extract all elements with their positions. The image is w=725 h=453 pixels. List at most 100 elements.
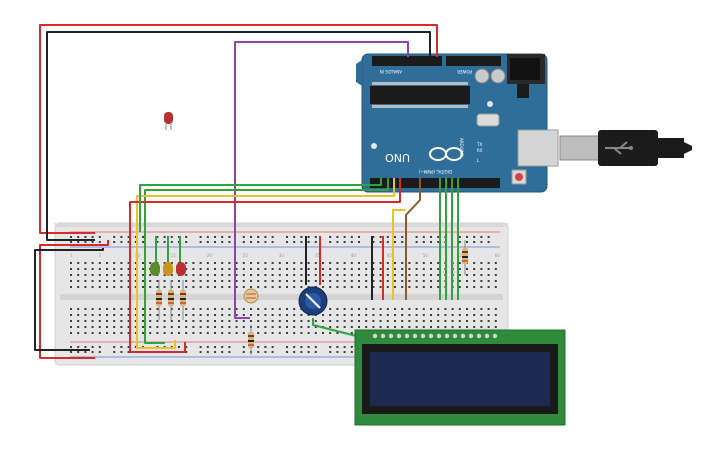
terminal-hole[interactable]: [437, 320, 440, 322]
terminal-hole[interactable]: [221, 326, 224, 328]
rail-hole[interactable]: [329, 346, 332, 348]
rail-hole[interactable]: [487, 236, 490, 238]
terminal-hole[interactable]: [307, 326, 310, 328]
rail-hole[interactable]: [487, 241, 490, 243]
rail-hole[interactable]: [77, 351, 80, 353]
rail-hole[interactable]: [134, 241, 137, 243]
terminal-hole[interactable]: [350, 274, 353, 276]
terminal-hole[interactable]: [106, 326, 108, 328]
terminal-hole[interactable]: [142, 308, 144, 310]
terminal-hole[interactable]: [221, 314, 224, 316]
terminal-hole[interactable]: [494, 326, 497, 328]
terminal-hole[interactable]: [228, 332, 231, 334]
rail-hole[interactable]: [199, 346, 202, 348]
terminal-hole[interactable]: [199, 332, 202, 334]
terminal-hole[interactable]: [214, 320, 216, 322]
terminal-hole[interactable]: [386, 268, 389, 270]
rail-hole[interactable]: [286, 236, 288, 238]
terminal-hole[interactable]: [206, 326, 209, 328]
rail-hole[interactable]: [127, 346, 130, 348]
terminal-hole[interactable]: [278, 274, 281, 276]
terminal-hole[interactable]: [358, 274, 360, 276]
terminal-hole[interactable]: [286, 332, 288, 334]
terminal-hole[interactable]: [444, 320, 447, 322]
terminal-hole[interactable]: [293, 314, 296, 316]
terminal-hole[interactable]: [408, 326, 411, 328]
terminal-hole[interactable]: [120, 326, 123, 328]
terminal-hole[interactable]: [322, 280, 324, 282]
rail-hole[interactable]: [300, 236, 303, 238]
rail-hole[interactable]: [343, 351, 346, 353]
terminal-hole[interactable]: [293, 320, 296, 322]
terminal-hole[interactable]: [142, 268, 144, 270]
terminal-hole[interactable]: [365, 320, 368, 322]
terminal-hole[interactable]: [149, 314, 152, 316]
terminal-hole[interactable]: [343, 320, 346, 322]
terminal-hole[interactable]: [401, 280, 404, 282]
rail-hole[interactable]: [343, 241, 346, 243]
led-group[interactable]: [150, 262, 186, 276]
terminal-hole[interactable]: [257, 308, 260, 310]
terminal-hole[interactable]: [228, 268, 231, 270]
terminal-hole[interactable]: [185, 280, 188, 282]
terminal-hole[interactable]: [113, 286, 116, 288]
terminal-hole[interactable]: [264, 320, 267, 322]
terminal-hole[interactable]: [185, 308, 188, 310]
terminal-hole[interactable]: [394, 326, 396, 328]
rail-hole[interactable]: [156, 236, 159, 238]
rail-hole[interactable]: [257, 351, 260, 353]
terminal-hole[interactable]: [77, 314, 80, 316]
terminal-hole[interactable]: [77, 268, 80, 270]
terminal-hole[interactable]: [242, 280, 245, 282]
terminal-hole[interactable]: [451, 314, 454, 316]
terminal-hole[interactable]: [422, 274, 425, 276]
terminal-hole[interactable]: [286, 286, 288, 288]
terminal-hole[interactable]: [77, 326, 80, 328]
terminal-hole[interactable]: [228, 326, 231, 328]
terminal-hole[interactable]: [350, 332, 353, 334]
terminal-hole[interactable]: [264, 332, 267, 334]
terminal-hole[interactable]: [394, 268, 396, 270]
terminal-hole[interactable]: [286, 274, 288, 276]
terminal-hole[interactable]: [120, 274, 123, 276]
terminal-hole[interactable]: [106, 308, 108, 310]
terminal-hole[interactable]: [156, 320, 159, 322]
terminal-hole[interactable]: [250, 280, 252, 282]
terminal-hole[interactable]: [365, 326, 368, 328]
terminal-hole[interactable]: [98, 262, 101, 264]
terminal-hole[interactable]: [487, 314, 490, 316]
terminal-hole[interactable]: [358, 320, 360, 322]
rail-hole[interactable]: [163, 236, 166, 238]
rail-hole[interactable]: [91, 351, 94, 353]
terminal-hole[interactable]: [278, 332, 281, 334]
terminal-hole[interactable]: [343, 280, 346, 282]
rail-hole[interactable]: [300, 346, 303, 348]
terminal-hole[interactable]: [264, 314, 267, 316]
terminal-hole[interactable]: [278, 268, 281, 270]
lcd-pin[interactable]: [436, 333, 442, 339]
rail-hole[interactable]: [480, 241, 483, 243]
rail-hole[interactable]: [242, 351, 245, 353]
rail-hole[interactable]: [142, 236, 144, 238]
terminal-hole[interactable]: [242, 286, 245, 288]
terminal-hole[interactable]: [120, 268, 123, 270]
terminal-hole[interactable]: [430, 262, 432, 264]
terminal-hole[interactable]: [415, 314, 418, 316]
rail-hole[interactable]: [206, 236, 209, 238]
terminal-hole[interactable]: [98, 274, 101, 276]
terminal-hole[interactable]: [314, 326, 317, 328]
terminal-hole[interactable]: [358, 268, 360, 270]
terminal-hole[interactable]: [84, 262, 87, 264]
terminal-hole[interactable]: [458, 314, 461, 316]
rail-hole[interactable]: [314, 351, 317, 353]
terminal-hole[interactable]: [149, 332, 152, 334]
terminal-hole[interactable]: [314, 274, 317, 276]
terminal-hole[interactable]: [422, 326, 425, 328]
terminal-hole[interactable]: [163, 262, 166, 264]
terminal-hole[interactable]: [430, 314, 432, 316]
terminal-hole[interactable]: [134, 326, 137, 328]
terminal-hole[interactable]: [113, 308, 116, 310]
terminal-hole[interactable]: [206, 262, 209, 264]
terminal-hole[interactable]: [350, 314, 353, 316]
terminal-hole[interactable]: [91, 274, 94, 276]
